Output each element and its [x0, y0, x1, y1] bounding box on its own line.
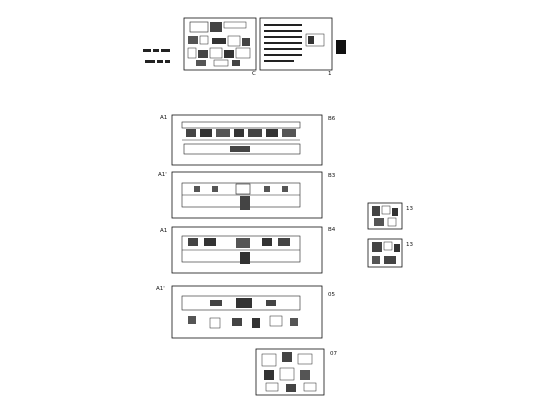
plan-sheet-1[interactable]: A1 B6 — [160, 114, 336, 166]
notes-sheet-label: 1 — [328, 71, 332, 77]
legend-text-block — [143, 49, 170, 63]
detail-sheet-label: 07 — [330, 351, 337, 357]
plan-sheet-2[interactable]: A1' B3 — [158, 171, 336, 219]
small-sheet-1[interactable]: 13 — [367, 202, 413, 230]
plan-sheet-4-label: 05 — [328, 292, 335, 298]
plan-sheet-2-label: B3 — [328, 173, 336, 179]
small-sheet-2-label: 13 — [406, 242, 413, 248]
small-sheet-1-label: 13 — [406, 206, 413, 212]
plan-sheet-3-label: B4 — [328, 227, 336, 233]
cover-sheet[interactable]: C — [183, 17, 257, 77]
cover-sheet-label: C — [252, 71, 256, 77]
plan-sheet-2-side-label: A1' — [158, 172, 167, 178]
plan-sheet-1-label: B6 — [328, 116, 336, 122]
plan-sheet-1-side-label: A1 — [160, 115, 167, 121]
notes-sheet[interactable]: 1 — [259, 17, 333, 77]
plan-sheet-4-side-label: A1' — [156, 286, 165, 292]
black-marker-block — [336, 40, 346, 54]
plan-sheet-3-side-label: A1 — [160, 228, 167, 234]
detail-sheet[interactable]: 07 — [255, 348, 337, 396]
plan-sheet-3[interactable]: A1 B4 — [160, 226, 336, 274]
small-sheet-2[interactable]: 13 — [367, 238, 413, 268]
plan-sheet-4[interactable]: A1' 05 — [156, 285, 335, 339]
